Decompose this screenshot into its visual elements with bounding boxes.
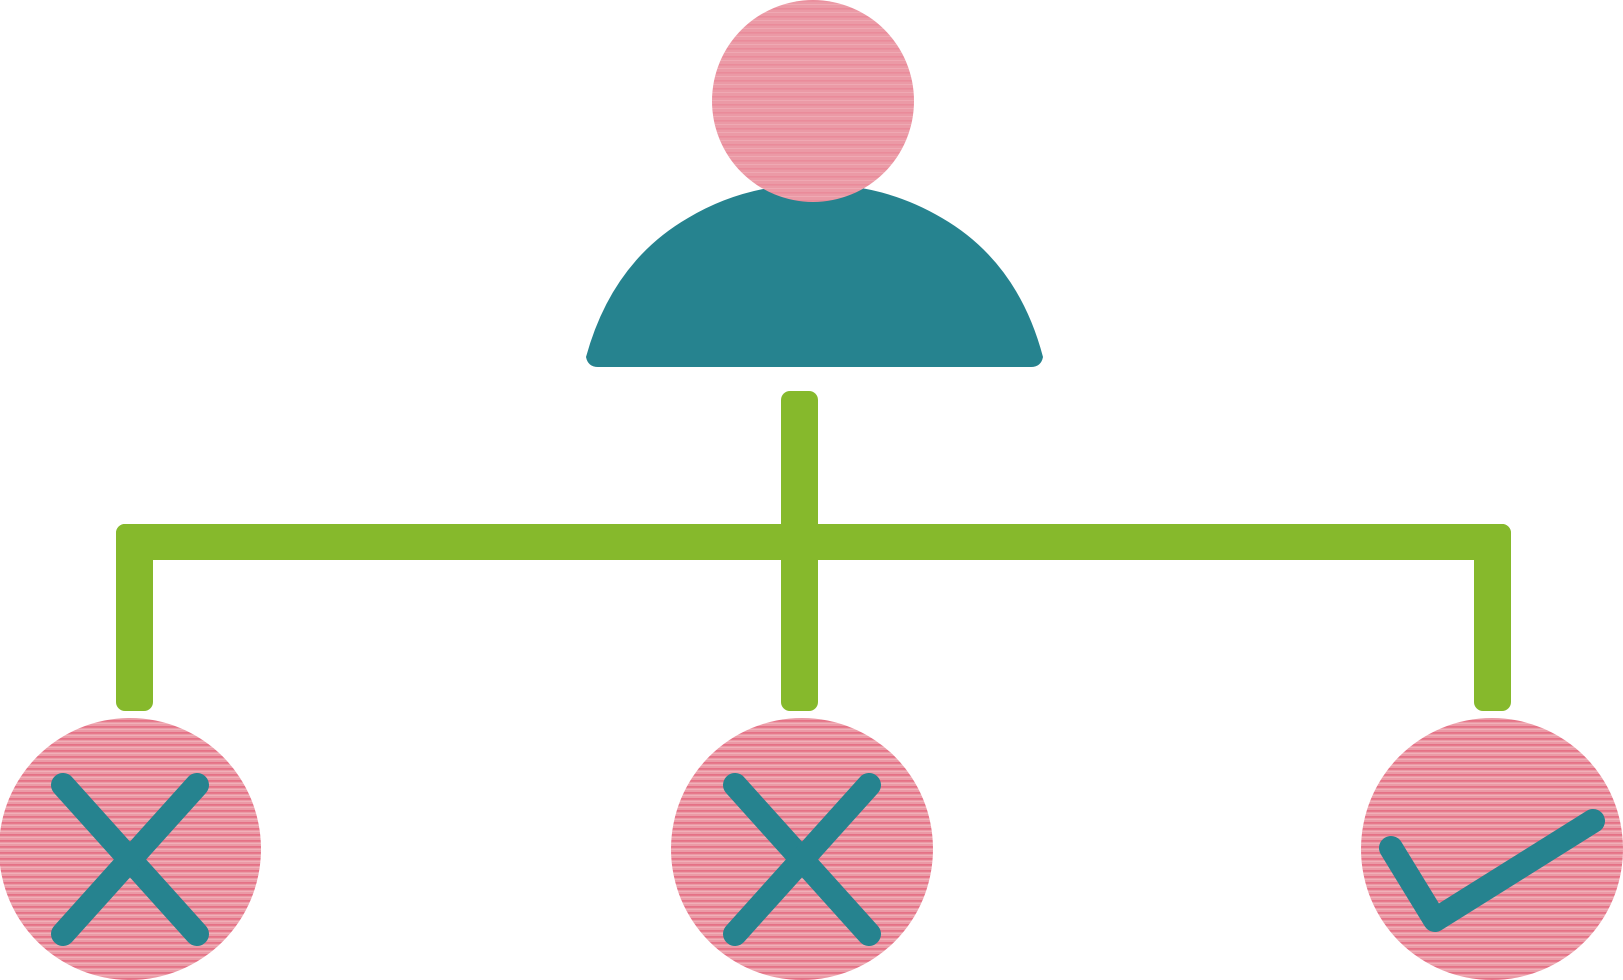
child-node-1: [0, 718, 261, 980]
connector-left-stem: [116, 524, 153, 711]
connector-lines: [116, 391, 1511, 711]
cross-icon: [51, 773, 209, 946]
person-head: [712, 0, 914, 202]
child-node-3: [1361, 718, 1623, 980]
check-icon: [1379, 809, 1605, 932]
person-body: [586, 184, 1043, 367]
connector-horizontal-bar: [116, 524, 1511, 560]
child-node-2: [671, 718, 933, 980]
cross-icon: [723, 773, 881, 946]
root-person: [586, 0, 1043, 367]
connector-right-stem: [1474, 524, 1511, 711]
